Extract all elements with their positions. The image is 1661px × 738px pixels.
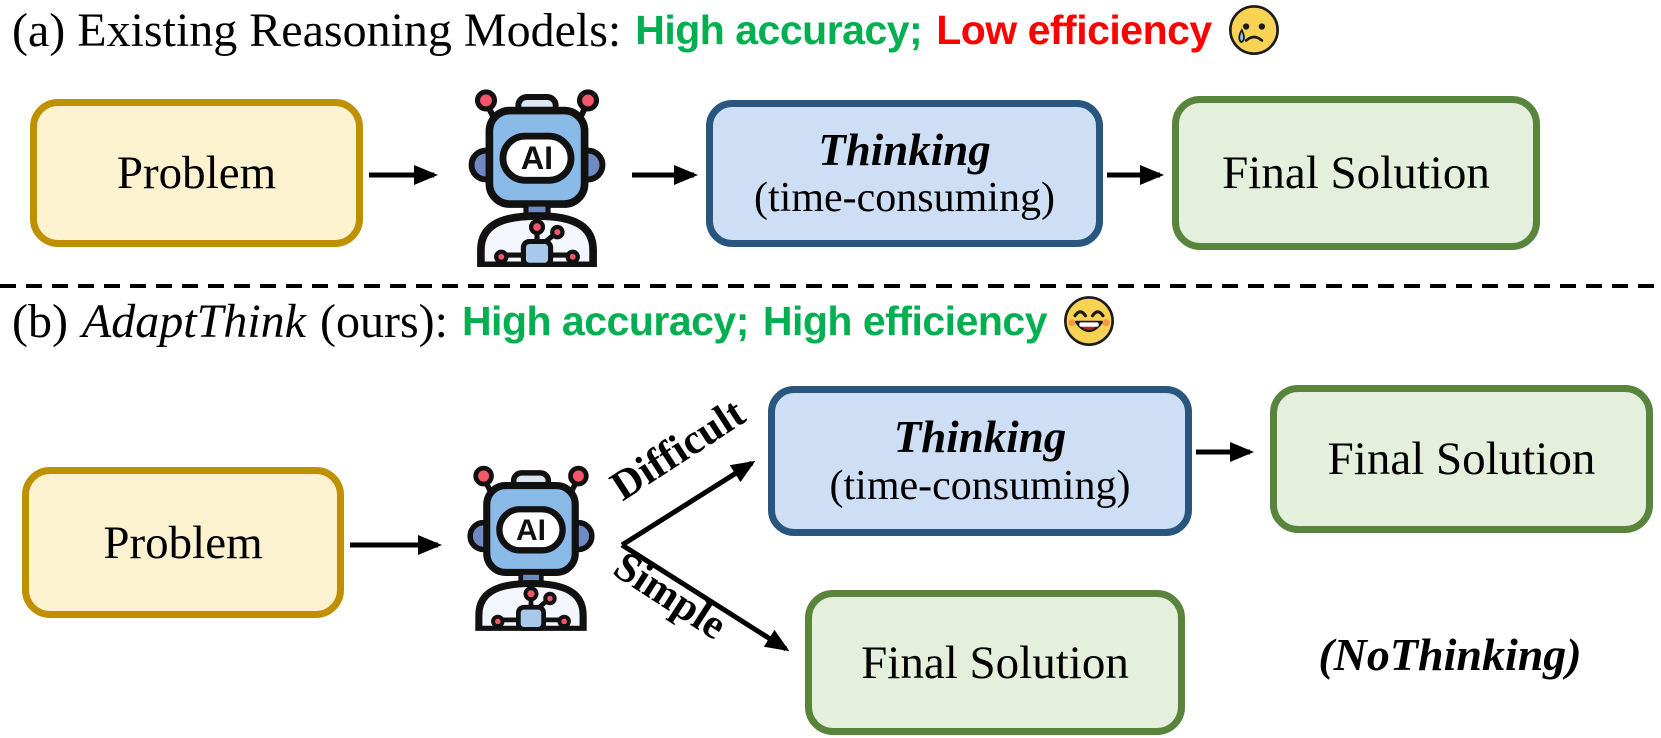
panel-a-accuracy-label: High accuracy; bbox=[635, 6, 923, 53]
thinking-subtitle-a: (time-consuming) bbox=[754, 175, 1055, 222]
final-solution-label-b-bottom: Final Solution bbox=[861, 636, 1129, 689]
panel-b-accuracy-label: High accuracy; bbox=[461, 297, 749, 344]
problem-label-a: Problem bbox=[116, 147, 277, 199]
panel-b-title-row: (b) AdaptThink (ours): High accuracy; Hi… bbox=[12, 293, 1117, 349]
thinking-subtitle-b: (time-consuming) bbox=[829, 462, 1131, 509]
panel-a-title: (a) Existing Reasoning Models: bbox=[12, 3, 622, 57]
final-solution-box-a: Final Solution bbox=[1172, 96, 1540, 250]
panel-b-title-prefix: (b) bbox=[12, 294, 68, 348]
thinking-box-a: Thinking (time-consuming) bbox=[706, 100, 1103, 247]
ai-robot-icon-b bbox=[452, 457, 610, 631]
ai-robot-icon-a bbox=[452, 80, 622, 267]
panel-b-title-suffix: (ours): bbox=[319, 294, 448, 348]
thinking-box-b: Thinking (time-consuming) bbox=[768, 386, 1192, 536]
problem-label-b: Problem bbox=[103, 516, 263, 569]
problem-box-b: Problem bbox=[22, 467, 344, 618]
final-solution-box-b-top: Final Solution bbox=[1270, 385, 1653, 533]
laughing-emoji-icon bbox=[1061, 293, 1117, 349]
thinking-title-a: Thinking bbox=[818, 124, 991, 175]
thinking-title-b: Thinking bbox=[893, 412, 1067, 463]
panel-b-efficiency-label: High efficiency bbox=[762, 297, 1048, 344]
nothinking-label: (NoThinking) bbox=[1318, 629, 1582, 680]
final-solution-label-a: Final Solution bbox=[1222, 147, 1490, 199]
panel-a-title-row: (a) Existing Reasoning Models: High accu… bbox=[12, 2, 1282, 58]
panel-a-efficiency-label: Low efficiency bbox=[936, 6, 1212, 53]
crying-emoji-icon bbox=[1226, 2, 1282, 58]
panel-b-method-name: AdaptThink bbox=[81, 294, 306, 348]
problem-box-a: Problem bbox=[30, 99, 363, 247]
final-solution-box-b-bottom: Final Solution bbox=[805, 590, 1185, 735]
branch-label-difficult: Difficult bbox=[602, 390, 754, 510]
final-solution-label-b-top: Final Solution bbox=[1327, 433, 1596, 485]
branch-label-simple: Simple bbox=[605, 543, 735, 649]
